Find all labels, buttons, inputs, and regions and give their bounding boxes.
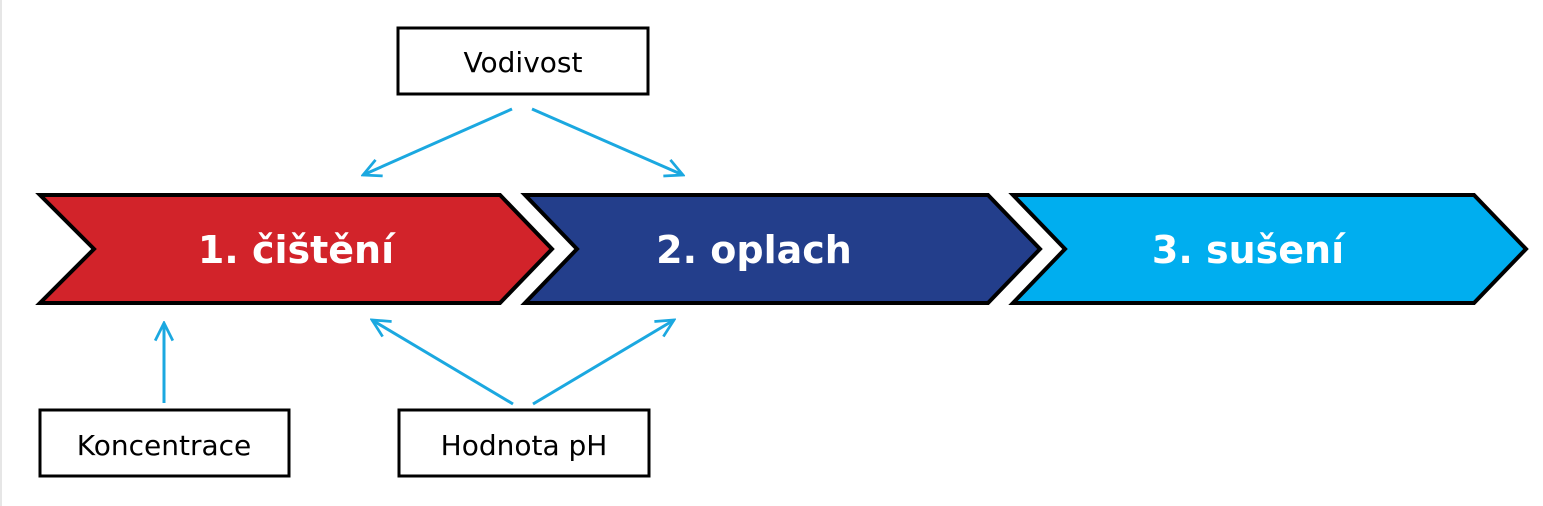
concentration-box-frame <box>38 408 291 478</box>
ph-value-box: Hodnota pH <box>397 408 651 478</box>
conductivity-box: Vodivost <box>396 26 650 96</box>
concentration-box: Koncentrace <box>38 408 291 478</box>
step-2-label: 2. oplach <box>656 228 852 272</box>
step-3-label: 3. sušení <box>1152 228 1346 272</box>
concentration-label: Koncentrace <box>77 429 251 462</box>
left-edge-line <box>0 0 2 506</box>
step-1-shape <box>35 193 555 305</box>
step-3-shape <box>1008 193 1529 305</box>
step-3-chevron: 3. sušení <box>1008 193 1529 305</box>
conductivity-box-frame <box>396 26 650 96</box>
arrow-ph-to-rinsing <box>532 320 674 406</box>
arrow-conductivity-to-rinsing <box>531 107 683 175</box>
arrow-conductivity-to-cleaning <box>363 107 513 175</box>
ph-value-box-frame <box>397 408 651 478</box>
step-2-chevron: 2. oplach <box>520 193 1043 305</box>
ph-value-label: Hodnota pH <box>441 429 608 462</box>
connector-arrows <box>164 107 683 406</box>
arrow-ph-to-cleaning <box>372 320 514 406</box>
conductivity-label: Vodivost <box>464 46 583 79</box>
step-1-label: 1. čištění <box>198 228 396 272</box>
step-2-shape <box>520 193 1043 305</box>
step-1-chevron: 1. čištění <box>35 193 555 305</box>
